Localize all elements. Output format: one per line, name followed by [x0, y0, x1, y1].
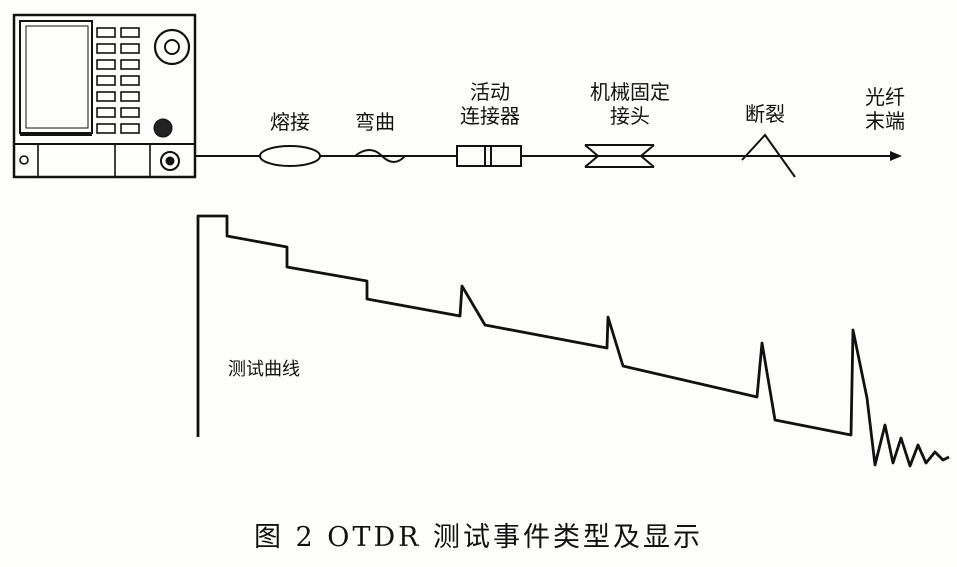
event-label-active-connector: 活动 连接器: [440, 80, 540, 128]
event-label-break: 断裂: [745, 102, 785, 126]
event-label-bend: 弯曲: [355, 110, 395, 134]
active-connector-line-1: 活动: [470, 80, 510, 104]
trace-label: 测试曲线: [228, 359, 300, 380]
arrow-head-icon: [890, 151, 902, 161]
mechanical-splice-line-1: 机械固定: [590, 80, 670, 104]
fiber-end-line-2: 末端: [865, 109, 905, 133]
active-connector-line-2: 连接器: [460, 104, 520, 128]
indicator-icon: [153, 118, 173, 138]
otdr-instrument: [12, 13, 197, 179]
otdr-trace: [196, 214, 950, 468]
figure-caption: 图 2 OTDR 测试事件类型及显示: [253, 522, 704, 553]
active-connector-symbol: [456, 145, 522, 167]
bend-symbol: [354, 149, 406, 163]
event-label-fiber-end: 光纤 末端: [850, 85, 920, 133]
event-label-fusion-splice: 熔接: [270, 110, 310, 134]
break-symbol: [741, 133, 796, 178]
mechanical-splice-line-2: 接头: [610, 104, 650, 128]
fiber-end-line-1: 光纤: [865, 85, 905, 109]
keypad-icon: [96, 27, 140, 134]
port-icon: [160, 151, 180, 171]
fusion-splice-symbol: [259, 145, 321, 167]
event-label-mechanical-splice: 机械固定 接头: [570, 80, 690, 128]
knob-icon: [153, 28, 191, 66]
mechanical-splice-symbol: [584, 144, 655, 168]
